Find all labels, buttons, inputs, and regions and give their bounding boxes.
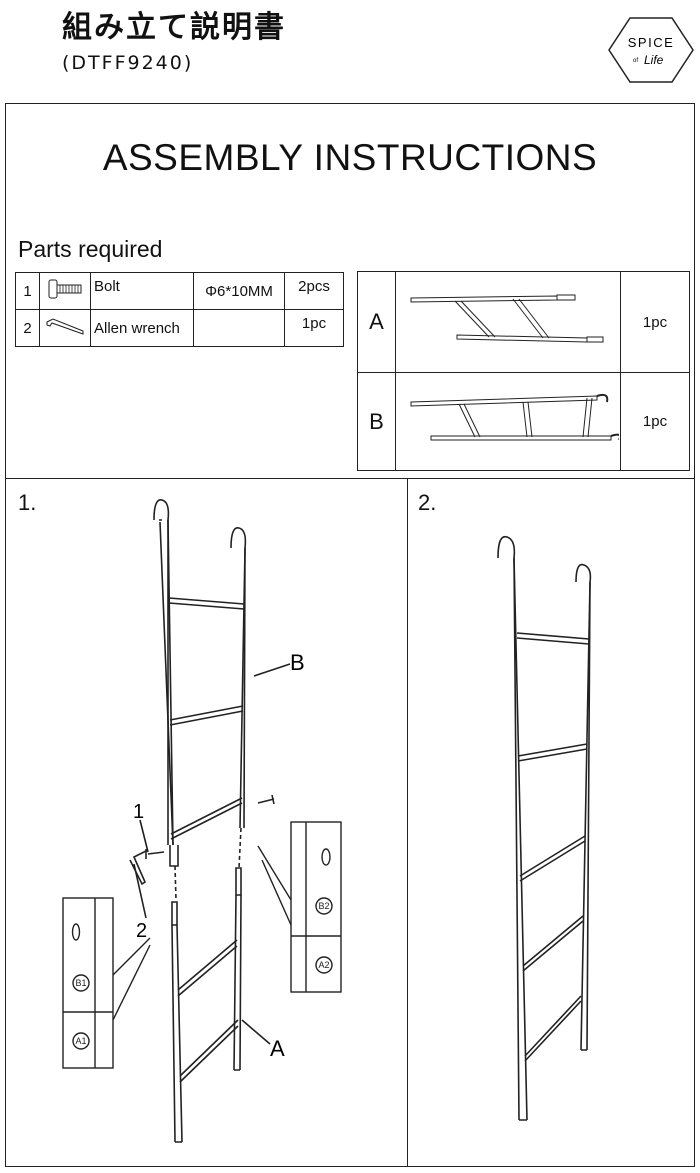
page-title: ASSEMBLY INSTRUCTIONS [102,137,598,178]
spice-of-life-logo: SPICE of Life [608,17,694,83]
b1-marker-label: B1 [75,978,86,988]
bolt-icon [48,279,82,299]
table-row: B 1pc [357,372,690,471]
wrench-callout: 2 [136,920,147,942]
bolt-callout: 1 [133,801,144,823]
part-a-callout: A [270,1036,285,1061]
step-divider [407,478,408,1167]
part-size: Φ6*10MM [193,272,285,310]
part-qty: 1pc [284,309,344,347]
logo-text-spice: SPICE [628,35,675,50]
component-letter: B [357,372,396,471]
part-name: Allen wrench [90,309,194,347]
table-row: A 1pc [357,271,690,373]
part-b-callout: B [290,650,305,675]
ladder-part-b-image [410,393,621,441]
jp-title: 組み立て説明書 [62,10,286,45]
part-image [39,309,91,347]
step-1-illustration: B1 A1 B2 A2 B A 1 2 [62,499,342,1143]
logo-text-life: Life [644,53,664,67]
component-qty: 1pc [620,271,690,373]
part-size [193,309,285,347]
part-number: 1 [15,272,40,310]
model-number: (DTFF9240) [62,52,194,74]
logo-text-of: of [633,58,638,64]
step-2-illustration [497,535,592,1121]
components-table: A 1pc B 1pc [357,271,690,471]
step-number: 1. [18,490,37,515]
step-number: 2. [418,490,437,515]
component-qty: 1pc [620,372,690,471]
b2-marker-label: B2 [318,901,329,911]
component-image [395,372,621,471]
instruction-frame [5,103,695,1167]
parts-table: 1 Bolt Φ6*10MM 2pcs 2 Allen wrench 1pc [15,272,344,347]
part-name: Bolt [90,272,194,310]
a1-marker-label: A1 [75,1036,86,1046]
ladder-part-a-image [410,294,604,343]
section-divider [5,478,695,479]
allen-wrench-icon [46,318,84,335]
parts-heading: Parts required [18,236,163,262]
component-image [395,271,621,373]
a2-marker-label: A2 [318,960,329,970]
table-row: 2 Allen wrench 1pc [15,309,344,347]
table-row: 1 Bolt Φ6*10MM 2pcs [15,272,344,310]
part-qty: 2pcs [284,272,344,310]
part-number: 2 [15,309,40,347]
component-letter: A [357,271,396,373]
part-image [39,272,91,310]
